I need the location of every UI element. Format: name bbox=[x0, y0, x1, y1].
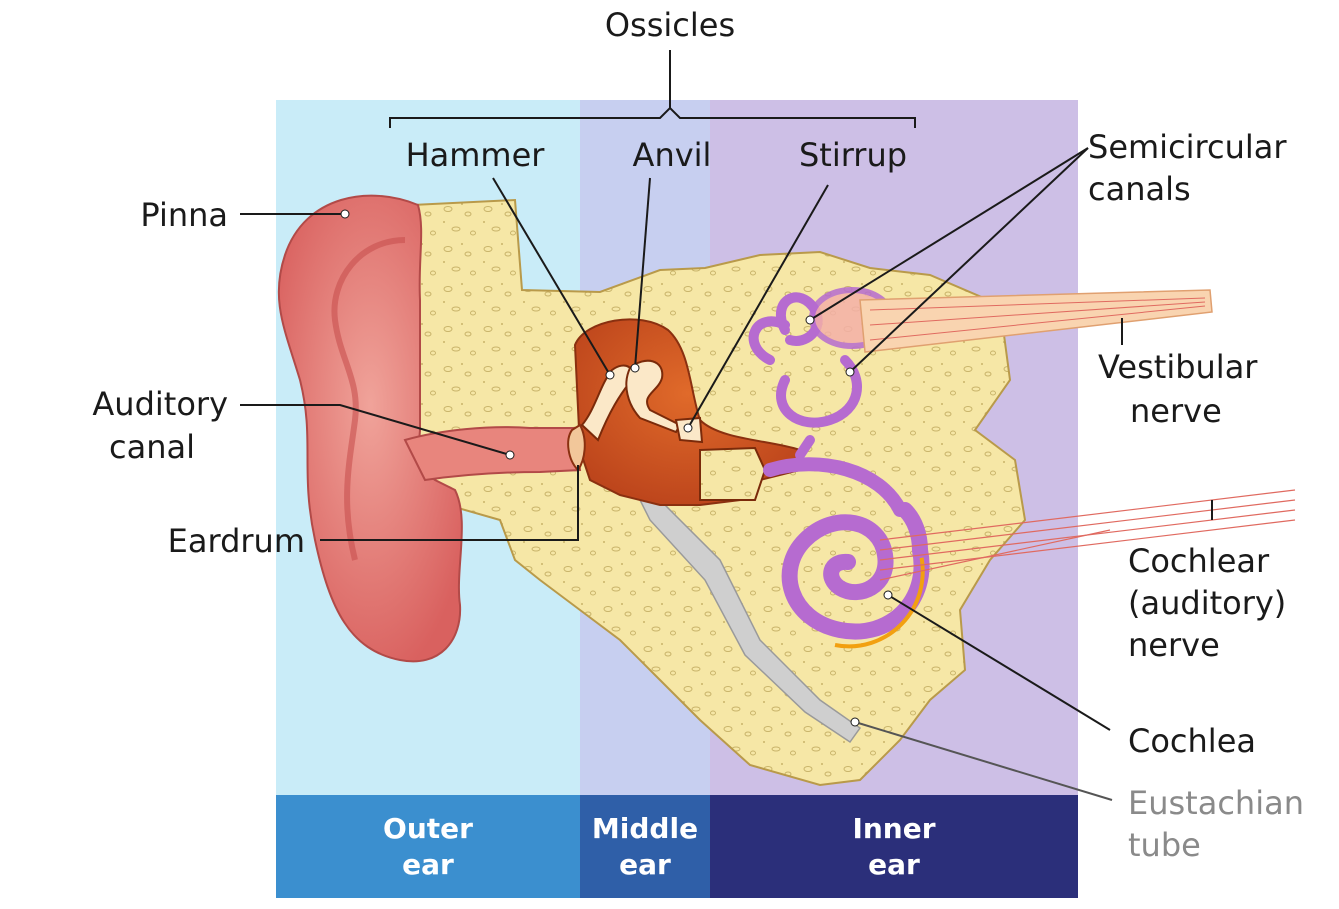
label-stirrup: Stirrup bbox=[799, 136, 907, 174]
label-cochlea: Cochlea bbox=[1128, 722, 1256, 760]
label-cochlear-nerve-3: nerve bbox=[1128, 626, 1220, 664]
label-auditory-1: Auditory bbox=[92, 385, 228, 423]
label-auditory-2: canal bbox=[109, 428, 195, 466]
label-pinna: Pinna bbox=[140, 196, 228, 234]
vestibule-block bbox=[700, 448, 765, 500]
label-hammer: Hammer bbox=[406, 136, 546, 174]
label-anvil: Anvil bbox=[633, 136, 712, 174]
label-vestibular-1: Vestibular bbox=[1098, 348, 1258, 386]
outer-ear-band bbox=[276, 795, 580, 898]
inner-ear-band bbox=[710, 795, 1078, 898]
region-middle-1: Middle bbox=[592, 812, 698, 845]
label-cochlear-nerve-2: (auditory) bbox=[1128, 584, 1286, 622]
label-semicircular-1: Semicircular bbox=[1088, 128, 1287, 166]
label-eustachian-2: tube bbox=[1128, 826, 1201, 864]
label-semicircular-2: canals bbox=[1088, 170, 1191, 208]
label-cochlear-nerve-1: Cochlear bbox=[1128, 542, 1270, 580]
region-outer-2: ear bbox=[402, 848, 454, 881]
label-eustachian-1: Eustachian bbox=[1128, 784, 1304, 822]
region-inner-2: ear bbox=[868, 848, 920, 881]
label-eardrum: Eardrum bbox=[168, 522, 305, 560]
auditory-canal-shape bbox=[405, 427, 580, 480]
region-inner-1: Inner bbox=[852, 812, 935, 845]
label-vestibular-2: nerve bbox=[1130, 392, 1222, 430]
middle-ear-band bbox=[580, 795, 710, 898]
region-middle-2: ear bbox=[619, 848, 671, 881]
region-outer-1: Outer bbox=[383, 812, 473, 845]
label-ossicles: Ossicles bbox=[605, 6, 735, 44]
